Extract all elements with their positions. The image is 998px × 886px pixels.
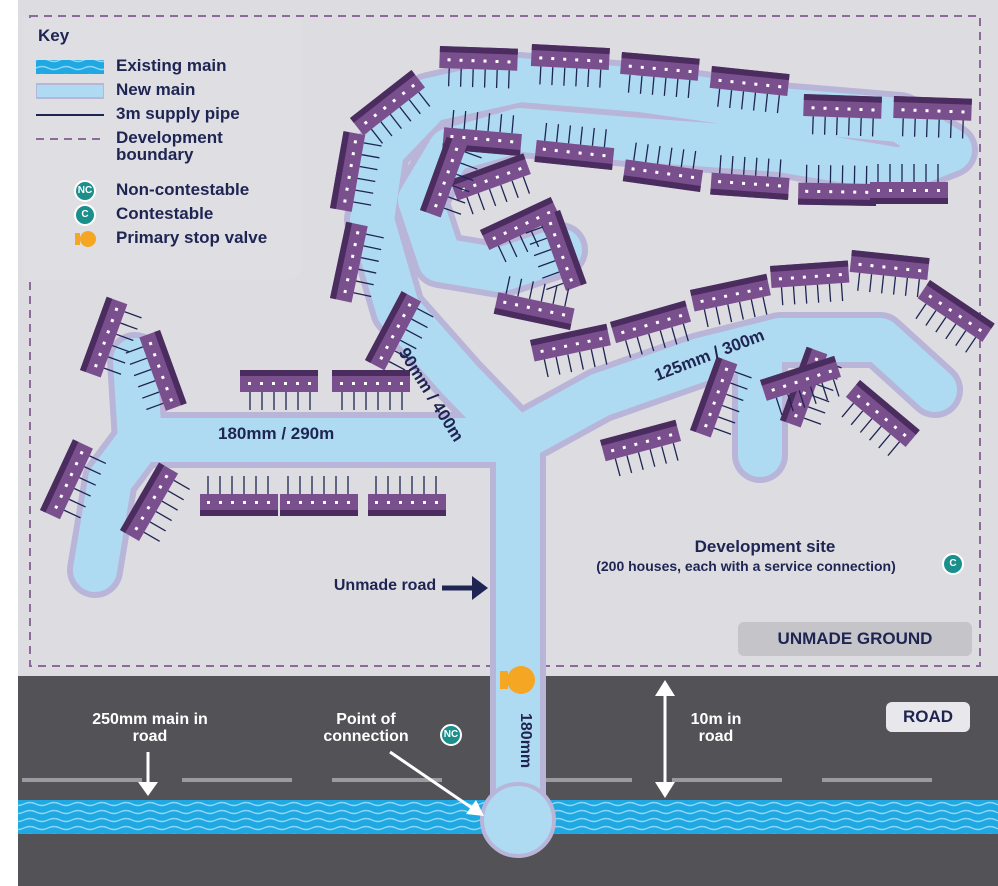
road-tag: ROAD <box>886 702 970 732</box>
key-item-non-contestable: NC Non-contestable <box>36 180 306 202</box>
supply-pipe-icon <box>36 114 104 116</box>
main-in-road-arrow <box>138 752 158 796</box>
stop-valve-icon <box>75 231 96 247</box>
key-item-existing-main: Existing main <box>36 56 306 78</box>
new-main-icon <box>36 83 104 99</box>
new-main <box>73 58 972 822</box>
label-main-180: 180mm <box>517 713 534 769</box>
key-item-contestable: C Contestable <box>36 204 306 226</box>
non-contestable-badge: NC <box>440 724 462 746</box>
unmade-road-arrow <box>442 576 488 600</box>
label-unmade-road: Unmade road <box>333 577 437 594</box>
existing-main-icon <box>36 60 104 74</box>
key-title: Key <box>38 26 70 45</box>
unmade-ground-tag: UNMADE GROUND <box>738 622 972 656</box>
c-badge-icon: C <box>74 204 96 226</box>
boundary-icon <box>36 138 104 140</box>
map-key: Key Existing main New main 3m supply pip… <box>22 18 302 280</box>
label-ten-metre-in-road: 10m in road <box>690 711 742 745</box>
primary-stop-valve-icon <box>500 666 535 694</box>
label-development-site-detail: (200 houses, each with a service connect… <box>596 558 896 574</box>
connection-bulb <box>480 782 556 858</box>
label-main-in-road: 250mm main in road <box>92 711 208 745</box>
ten-metre-arrow <box>655 680 675 798</box>
point-of-connection-arrow <box>389 750 484 816</box>
contestable-badge: C <box>942 553 964 575</box>
key-item-boundary: Development boundary <box>36 128 306 168</box>
label-development-site: Development site <box>694 537 836 556</box>
key-item-supply-pipe: 3m supply pipe <box>36 104 306 126</box>
label-main-180-290: 180mm / 290m <box>218 424 335 443</box>
label-point-of-connection: Point of connection <box>323 711 409 745</box>
key-item-new-main: New main <box>36 80 306 102</box>
nc-badge-icon: NC <box>74 180 96 202</box>
key-item-stop-valve: Primary stop valve <box>36 228 306 250</box>
